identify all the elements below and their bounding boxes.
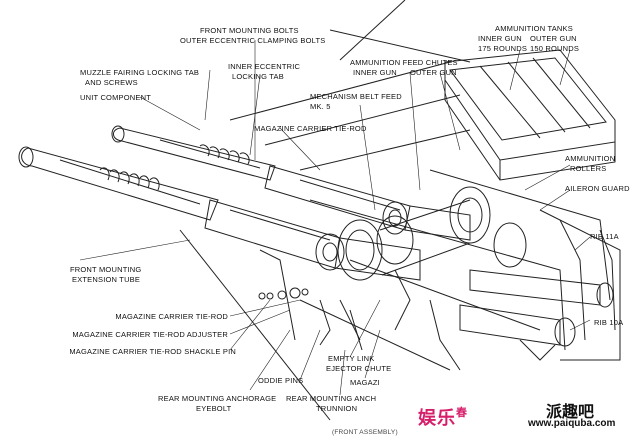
label-extension-tube: EXTENSION TUBE — [72, 275, 141, 284]
label-trunnion: TRUNNION — [316, 404, 358, 413]
label-ammunition-tanks: AMMUNITION TANKS — [495, 24, 573, 33]
label-mk5: MK. 5 — [310, 102, 331, 111]
label-oddie-pins: ODDIE PINS — [258, 376, 304, 385]
label-aileron-guard: AILERON GUARD — [565, 184, 630, 193]
label-magazine-carrier-tie-rod-adjuster: MAGAZINE CARRIER TIE-ROD ADJUSTER — [72, 330, 228, 339]
watermark-logo-left: 娱乐春 — [418, 406, 468, 429]
label-outer-gun: OUTER GUN — [410, 68, 457, 77]
label-175-rounds: 175 ROUNDS — [478, 44, 528, 53]
label-outer-eccentric-clamping-bolts: OUTER ECCENTRIC CLAMPING BOLTS — [180, 36, 326, 45]
label-rear-mounting-anch: REAR MOUNTING ANCH — [286, 394, 377, 403]
label-front-mounting-bolts: FRONT MOUNTING BOLTS — [200, 26, 299, 35]
label-ammunition-feed-chutes: AMMUNITION FEED CHUTES — [350, 58, 458, 67]
wing-structure-drawing — [179, 0, 621, 421]
rear-guns-drawing — [459, 269, 614, 361]
label-front-mounting: FRONT MOUNTING — [70, 265, 142, 274]
label-muzzle-fairing-locking-tab: MUZZLE FAIRING LOCKING TAB — [80, 68, 200, 77]
label-rear-mounting-anchorage: REAR MOUNTING ANCHORAGE — [158, 394, 277, 403]
label-150-rounds: 150 ROUNDS — [530, 44, 580, 53]
label-ammunition: AMMUNITION — [565, 154, 616, 163]
label-eyebolt: EYEBOLT — [196, 404, 232, 413]
outer-gun-drawing — [18, 146, 421, 281]
label-unit-component: UNIT COMPONENT — [80, 93, 151, 102]
label-empty-link: EMPTY LINK — [328, 354, 375, 363]
leader-lines — [79, 40, 591, 396]
label-tank-outer-gun: OUTER GUN — [530, 34, 577, 43]
label-magazine-carrier-tie-rod: MAGAZINE CARRIER TIE-ROD — [115, 312, 228, 321]
label-rib-11a: RIB 11A — [590, 232, 619, 241]
label-bottom-caption: (FRONT ASSEMBLY) — [332, 429, 398, 436]
magazine-drums-drawing — [337, 186, 527, 281]
mounting-hardware-drawing — [258, 269, 461, 371]
label-mechanism-belt-feed: MECHANISM BELT FEED — [310, 92, 402, 101]
label-magazine-carrier-tie-rod-top: MAGAZINE CARRIER TIE-ROD — [254, 124, 367, 133]
label-and-screws: AND SCREWS — [85, 78, 138, 87]
label-magazine-carrier-tie-rod-shackle-pin: MAGAZINE CARRIER TIE-ROD SHACKLE PIN — [69, 347, 236, 356]
watermark-logo-right: 派趣吧 — [546, 402, 595, 421]
inner-gun-drawing — [111, 125, 471, 241]
label-rib-10a: RIB 10A — [594, 318, 624, 327]
label-inner-eccentric: INNER ECCENTRIC — [228, 62, 301, 71]
label-magazi: MAGAZI — [350, 378, 380, 387]
label-ejector-chute: EJECTOR CHUTE — [326, 364, 392, 373]
watermark-url: www.paiquba.com — [528, 418, 616, 429]
label-inner-gun: INNER GUN — [353, 68, 397, 77]
label-tank-inner-gun: INNER GUN — [478, 34, 522, 43]
label-locking-tab: LOCKING TAB — [232, 72, 284, 81]
label-rollers: ROLLERS — [570, 164, 607, 173]
